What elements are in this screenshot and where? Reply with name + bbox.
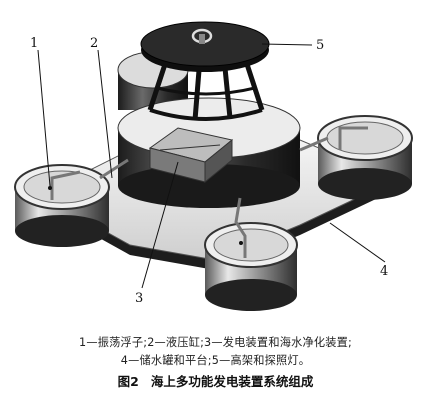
device-illustration: 1 2 3 4 5 xyxy=(14,21,413,311)
float-left xyxy=(14,164,110,247)
callout-1: 1 xyxy=(30,36,38,51)
float-right xyxy=(317,115,413,200)
figure-caption: 1—振荡浮子;2—液压缸;3—发电装置和海水净化装置; 4—储水罐和平台;5—高… xyxy=(0,334,431,392)
legend-line-1: 1—振荡浮子;2—液压缸;3—发电装置和海水净化装置; xyxy=(79,336,352,349)
float-front xyxy=(204,197,298,311)
callout-5: 5 xyxy=(316,38,324,53)
searchlight xyxy=(140,21,270,72)
hydraulic-cylinders xyxy=(99,136,329,180)
figure-title-row: 图2 海上多功能发电装置系统组成 xyxy=(0,372,431,392)
callout-3: 3 xyxy=(135,291,143,306)
figure-title: 海上多功能发电装置系统组成 xyxy=(150,374,314,389)
leader-lines xyxy=(37,43,386,289)
callout-4: 4 xyxy=(380,264,388,279)
legend-line-2: 4—储水罐和平台;5—高架和探照灯。 xyxy=(120,354,311,367)
callout-2: 2 xyxy=(90,36,98,51)
figure-label: 图2 xyxy=(117,374,139,389)
